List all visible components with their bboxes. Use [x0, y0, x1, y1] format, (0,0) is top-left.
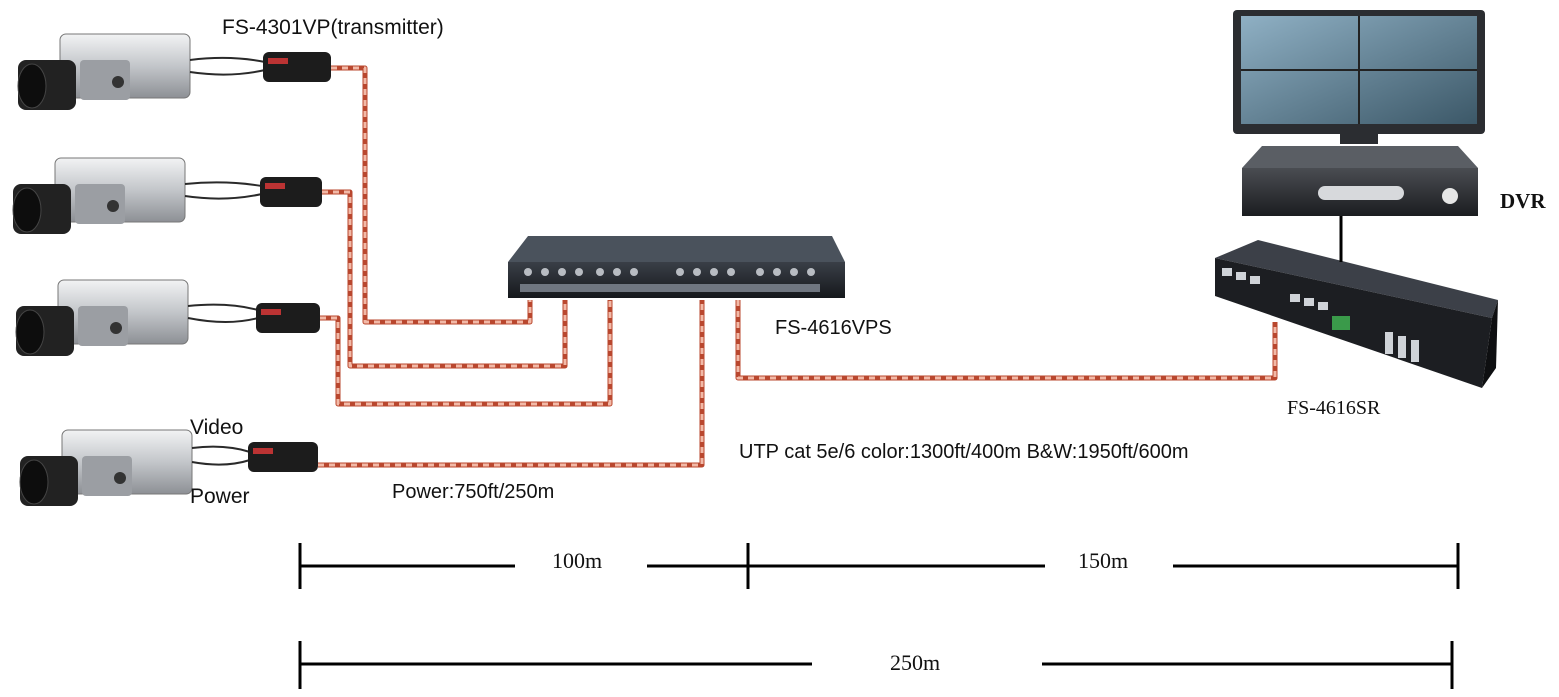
power-label: Power	[190, 485, 250, 508]
transmitter-2	[260, 177, 322, 207]
dvr-label: DVR	[1500, 189, 1546, 213]
monitor	[1233, 10, 1485, 144]
video-label: Video	[190, 416, 244, 439]
receiver-label: FS-4616SR	[1287, 397, 1381, 419]
camera-3	[15, 279, 189, 356]
scale-150m-label: 150m	[1078, 548, 1129, 573]
dvr-unit	[1242, 146, 1478, 216]
utp-cables	[318, 65, 1278, 468]
hub-label: FS-4616VPS	[775, 317, 892, 339]
receiver-fs-4616sr	[1215, 240, 1498, 388]
transmitter-label: FS-4301VP(transmitter)	[222, 16, 444, 39]
transmitter-4	[248, 442, 318, 472]
scale-250m-label: 250m	[890, 650, 941, 675]
camera-2	[12, 157, 186, 234]
transmitter-1	[263, 52, 331, 82]
transmitter-3	[256, 303, 320, 333]
power-distance-label: Power:750ft/250m	[392, 481, 555, 503]
scale-bar-row-1	[298, 543, 1460, 589]
hub-fs-4616vps	[508, 236, 845, 298]
camera-1	[17, 33, 191, 110]
camera-4	[19, 429, 193, 506]
camera-pigtails	[184, 56, 266, 466]
scale-100m-label: 100m	[552, 548, 603, 573]
scale-bar-row-2	[298, 641, 1454, 689]
utp-spec-label: UTP cat 5e/6 color:1300ft/400m B&W:1950f…	[739, 441, 1189, 463]
